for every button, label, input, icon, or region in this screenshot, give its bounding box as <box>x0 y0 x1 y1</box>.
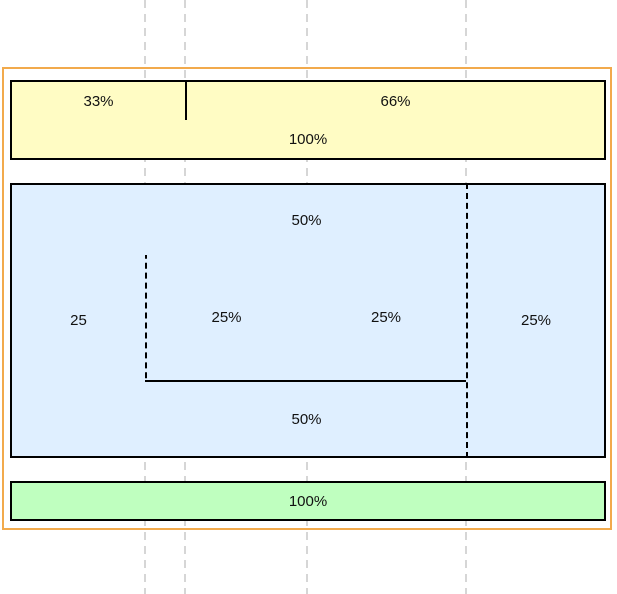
row1-left-cell: 33% <box>10 80 187 122</box>
grid-middle-left-label: 25% <box>211 309 242 326</box>
row1-right-label: 66% <box>380 92 411 110</box>
grid-middle-left-cell: 25% <box>147 255 308 382</box>
grid-top-center-cell: 50% <box>145 183 468 257</box>
grid-right-cell: 25% <box>466 183 606 458</box>
grid-right-label: 25% <box>520 312 552 329</box>
row2-label: 100% <box>288 130 328 148</box>
grid-middle-right-cell: 25% <box>306 255 466 382</box>
footer-full-cell: 100% <box>10 481 606 521</box>
grid-left-label: 25 <box>70 312 87 329</box>
grid-bottom-center-cell: 50% <box>145 380 468 458</box>
footer-label: 100% <box>288 492 328 510</box>
grid-middle-right-label: 25% <box>370 309 402 326</box>
grid-bottom-center-label: 50% <box>291 410 322 428</box>
row2-full-cell: 100% <box>10 120 606 160</box>
grid-left-cell: 25 <box>10 183 147 458</box>
row1-right-cell: 66% <box>187 80 606 122</box>
grid-top-center-label: 50% <box>291 211 322 229</box>
outer-container-frame <box>2 67 612 530</box>
row1-left-label: 33% <box>83 92 114 110</box>
